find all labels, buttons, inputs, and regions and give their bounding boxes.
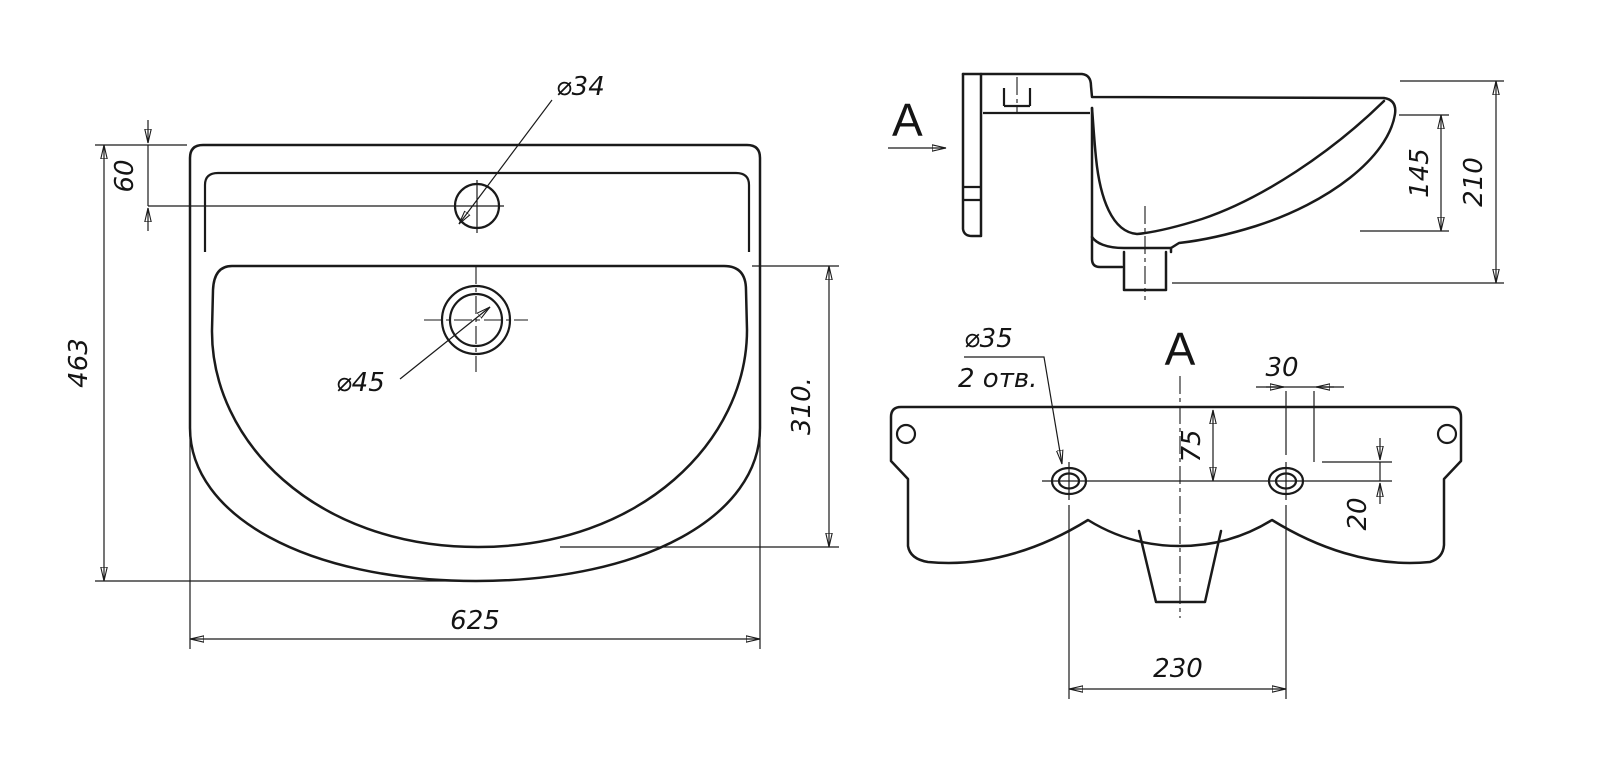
view-direction-label-a: A [892, 94, 923, 146]
dim-overall-width-label: 625 [450, 606, 500, 636]
dim-offset-20: 20 [1322, 438, 1392, 531]
basin-back-ledge-line [203, 171, 751, 252]
dim-faucet-offset-60: 60 [110, 120, 148, 231]
dim-overall-depth-463: 463 [64, 144, 463, 582]
dim-drain-diameter: ⌀45 [336, 368, 385, 398]
side-back-wall [1090, 106, 1124, 269]
dim-overall-width-625: 625 [189, 438, 761, 649]
side-faucet-boss [1002, 88, 1032, 108]
front-view: A ⌀35 2 отв. 30 75 [889, 323, 1463, 699]
dim-front-height-145: 145 [1360, 114, 1449, 232]
dim-tap-hole-spacing-label: 230 [1153, 654, 1203, 684]
mounting-hole-right [1436, 423, 1458, 445]
side-bowl-interior-curve [1090, 99, 1386, 236]
tap-hole-callout: ⌀35 2 отв. [958, 324, 1062, 464]
dim-front-height-label: 145 [1405, 148, 1435, 198]
drain-hole-leader [399, 307, 490, 380]
side-bowl-underside [1090, 235, 1173, 250]
dim-faucet-hole-diameter: ⌀34 [556, 72, 605, 102]
front-outline [889, 405, 1463, 565]
plan-view: ⌀34 ⌀45 463 60 310. [64, 72, 839, 649]
dim-offset-20-label: 20 [1343, 497, 1373, 530]
dim-bowl-depth-label: 310. [787, 377, 817, 435]
dim-tap-hole-spacing-230: 230 [1068, 505, 1287, 699]
dim-overall-height-210: 210 [1172, 80, 1504, 284]
dim-tap-hole-count-label: 2 отв. [958, 364, 1037, 394]
dim-offset-30: 30 [1256, 353, 1344, 462]
dim-offset-30-label: 30 [1265, 353, 1298, 383]
dim-faucet-offset-label: 60 [110, 159, 140, 192]
dim-bowl-depth-310: 310. [560, 265, 839, 548]
dim-tap-hole-diameter-label: ⌀35 [964, 324, 1013, 354]
dim-overall-height-label: 210 [1459, 157, 1489, 207]
front-drain-trap [1137, 529, 1223, 604]
faucet-hole-leader [459, 99, 553, 224]
tap-hole-leader [964, 356, 1062, 464]
wall-bracket-clip-lines [963, 185, 981, 202]
side-rim-and-front-outline [961, 72, 1397, 254]
basin-inner-bowl-outline [210, 264, 749, 549]
dim-overall-depth-label: 463 [64, 338, 94, 388]
mounting-hole-left [895, 423, 917, 445]
dim-offset-75: 75 [1177, 410, 1213, 481]
dim-offset-75-label: 75 [1177, 429, 1207, 462]
view-label-a: A [1165, 323, 1196, 375]
basin-outer-outline [188, 143, 762, 583]
wall-bracket-outline [961, 72, 983, 238]
side-view: A 145 210 [888, 72, 1504, 300]
